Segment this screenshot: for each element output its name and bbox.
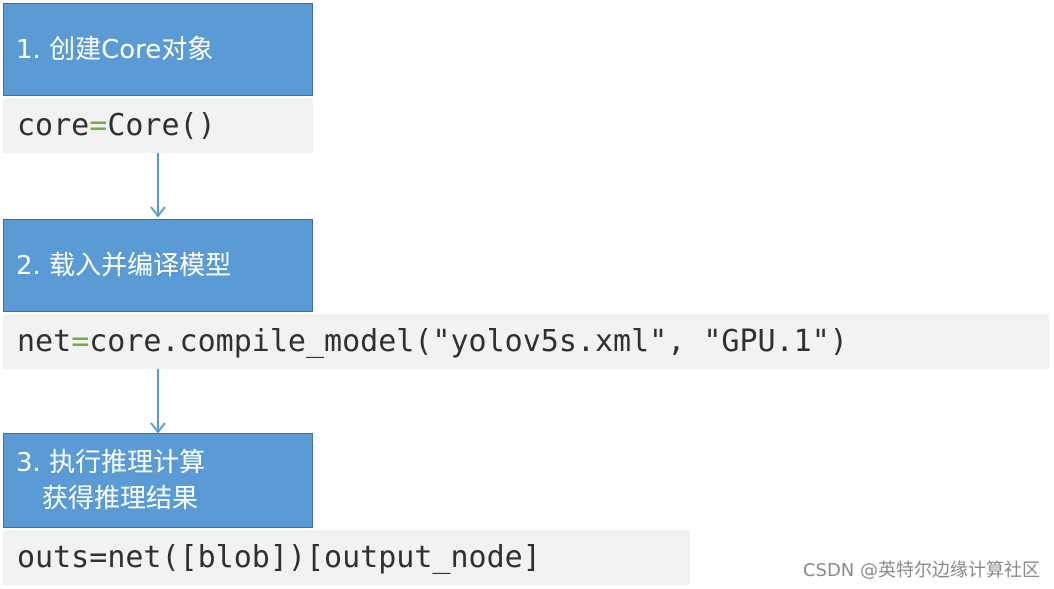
down-arrow-icon	[150, 153, 166, 218]
step-2-text: 2. 载入并编译模型	[16, 248, 231, 284]
code-3-operator: =	[89, 540, 108, 575]
code-3-lhs: outs	[17, 540, 90, 575]
step-3-text: 3. 执行推理计算 获得推理结果	[16, 445, 205, 517]
code-2-lhs: net	[17, 324, 72, 359]
step-2-box: 2. 载入并编译模型	[3, 219, 313, 312]
step-3-line-1: 3. 执行推理计算	[16, 447, 206, 478]
step-3-box: 3. 执行推理计算 获得推理结果	[3, 433, 313, 528]
step-2-line-1: 2. 载入并编译模型	[16, 250, 232, 281]
code-1-rhs: Core()	[107, 108, 216, 143]
step-3-line-2: 获得推理结果	[42, 483, 199, 514]
code-2-operator: =	[71, 324, 90, 359]
step-1-line-1: 1. 创建Core对象	[16, 34, 214, 65]
code-1-lhs: core	[17, 108, 90, 143]
step-1-text: 1. 创建Core对象	[16, 32, 213, 68]
watermark: CSDN @英特尔边缘计算社区	[802, 560, 1040, 581]
code-block-3: outs = net([blob])[output_node]	[3, 530, 690, 585]
code-1-operator: =	[89, 108, 108, 143]
code-block-1: core = Core()	[3, 98, 313, 153]
down-arrow-icon	[150, 369, 166, 434]
code-block-2: net = core.compile_model("yolov5s.xml", …	[3, 314, 1049, 369]
code-2-rhs: core.compile_model("yolov5s.xml", "GPU.1…	[89, 324, 848, 359]
step-1-box: 1. 创建Core对象	[3, 3, 313, 96]
code-3-rhs: net([blob])[output_node]	[107, 540, 541, 575]
